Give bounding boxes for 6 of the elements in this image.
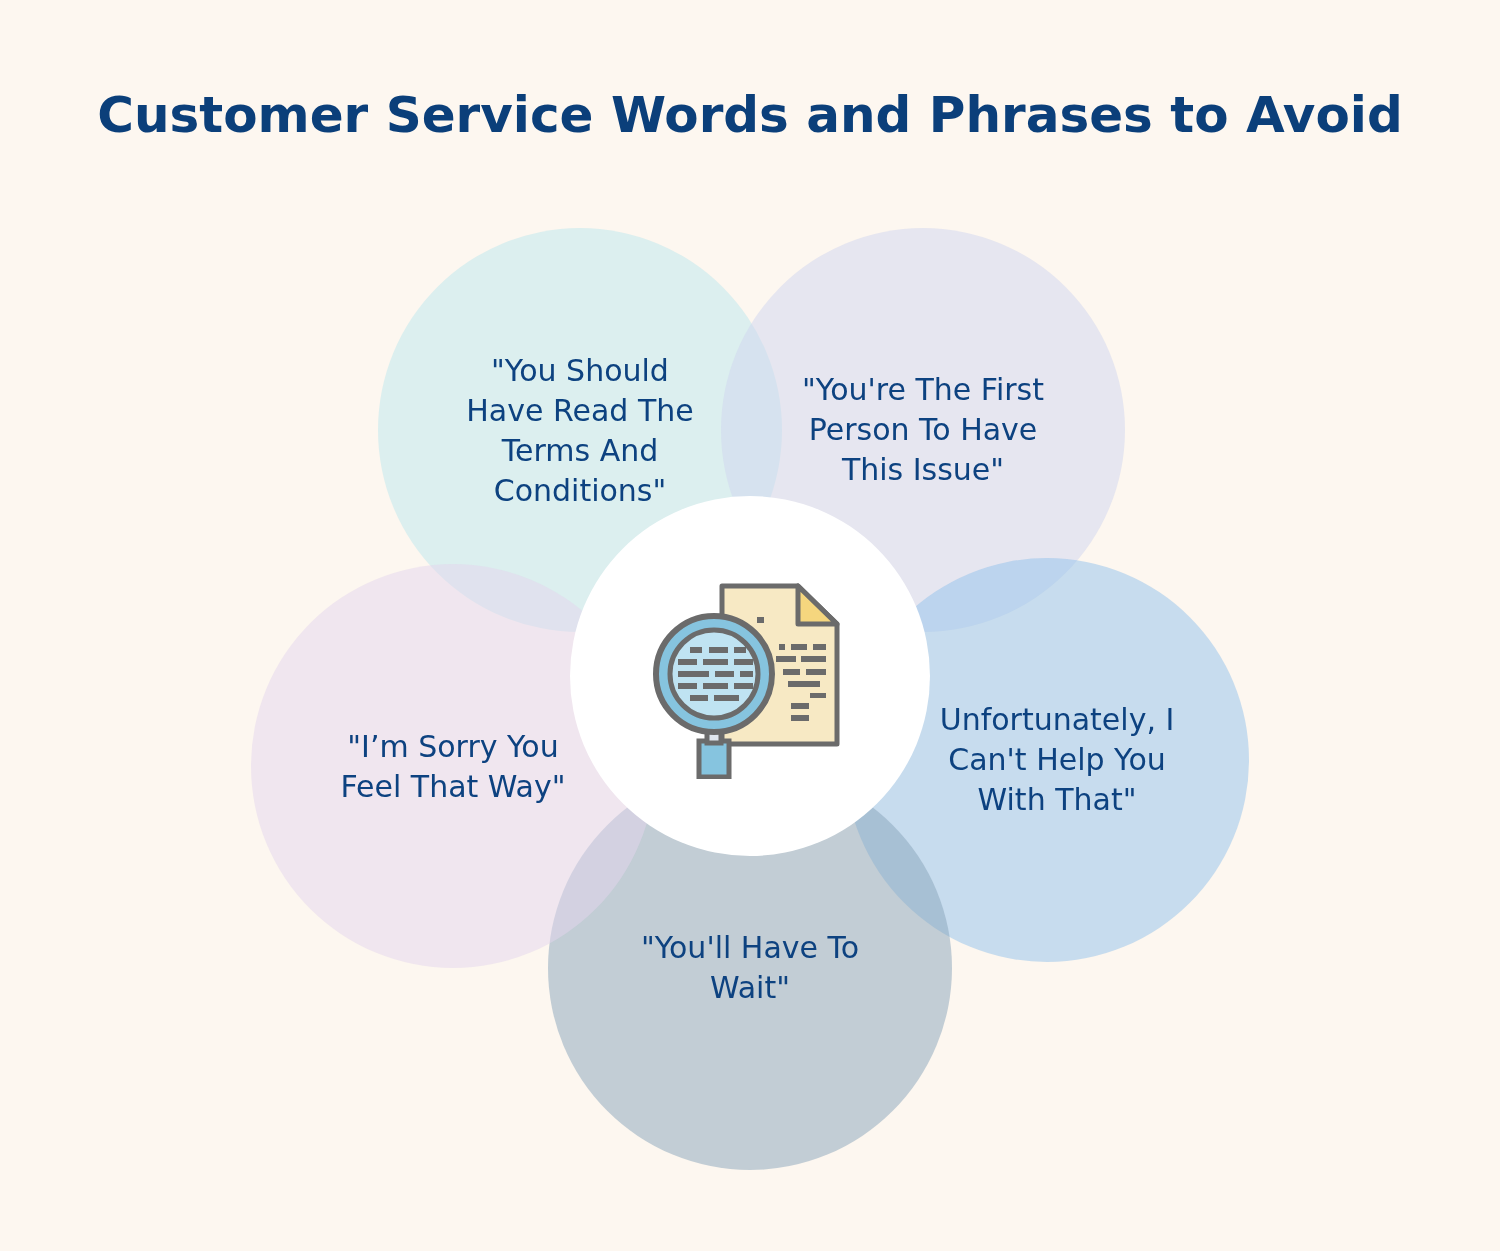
- quote-text: "You Should Have Read The Terms And Conditions": [465, 352, 695, 510]
- quote-text: Unfortunately, I Can't Help You With That": [938, 701, 1176, 819]
- quote-text: "You'll Have To Wait": [639, 929, 861, 1007]
- quote-text: "I’m Sorry You Feel That Way": [339, 728, 567, 806]
- quote-text: "You're The First Person To Have This Issue": [801, 371, 1045, 489]
- page-title: Customer Service Words and Phrases to Avoid: [97, 86, 1403, 144]
